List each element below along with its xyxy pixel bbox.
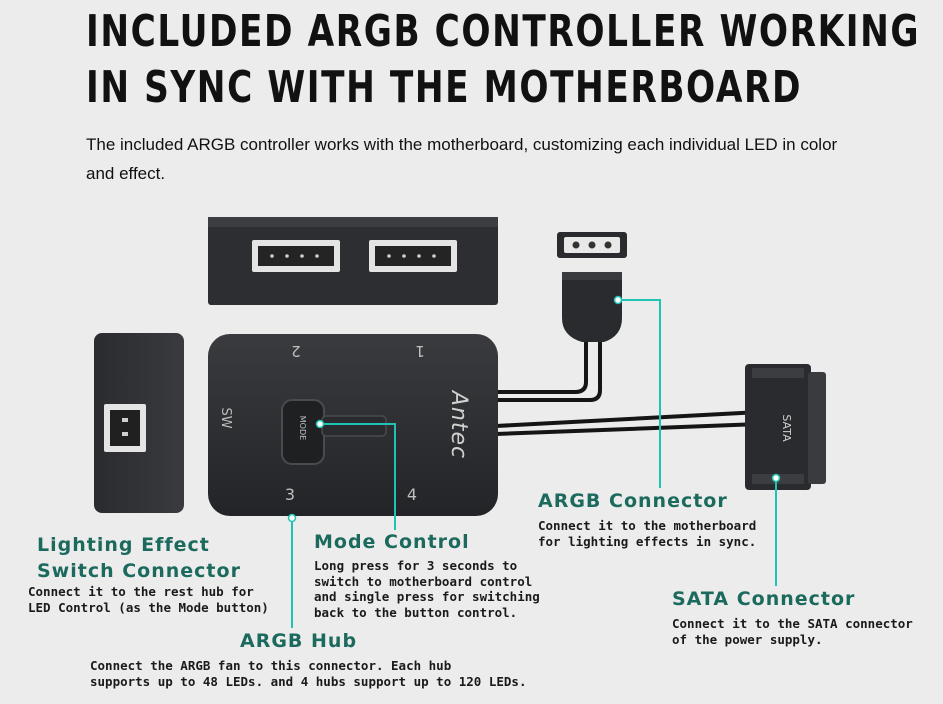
argb-hub-title: ARGB Hub	[240, 630, 358, 652]
argb-connector-description: Connect it to the motherboard for lighti…	[538, 518, 757, 549]
cables	[494, 340, 762, 436]
lighting-switch-title-line-2: Switch Connector	[37, 560, 241, 582]
brand-logo: Antec	[446, 389, 471, 459]
port-2-marking: 2	[291, 342, 301, 360]
sata-plug-marking: SATA	[780, 414, 793, 442]
port-3-marking: 3	[285, 485, 295, 504]
port-4-marking: 4	[407, 485, 417, 504]
hub-side-view	[94, 333, 184, 513]
callout-dots	[287, 295, 781, 523]
mode-control-description: Long press for 3 seconds to switch to mo…	[314, 558, 540, 620]
callout-lines	[291, 299, 777, 628]
mode-button-marking: MODE	[298, 416, 307, 440]
sata-plug: SATA	[745, 364, 826, 490]
mode-control-title: Mode Control	[314, 531, 470, 553]
sata-connector-title: SATA Connector	[672, 588, 856, 610]
hub-end-view	[208, 217, 498, 305]
switch-port-marking: SW	[218, 407, 233, 428]
argb-plug	[557, 232, 627, 342]
lighting-switch-title-line-1: Lighting Effect	[37, 534, 210, 556]
callout-line-argb-connector	[618, 299, 661, 488]
intro-text: The included ARGB controller works with …	[86, 135, 838, 183]
callout-line-mode	[320, 423, 396, 530]
argb-connector-title: ARGB Connector	[538, 490, 728, 512]
mode-button: MODE	[281, 399, 387, 465]
argb-hub-description: Connect the ARGB fan to this connector. …	[90, 658, 527, 689]
lighting-switch-description: Connect it to the rest hub for LED Contr…	[28, 584, 269, 615]
sata-connector-description: Connect it to the SATA connector of the …	[672, 616, 913, 647]
port-1-marking: 1	[415, 342, 425, 360]
headline-line-2: IN SYNC WITH THE MOTHERBOARD	[86, 62, 803, 113]
